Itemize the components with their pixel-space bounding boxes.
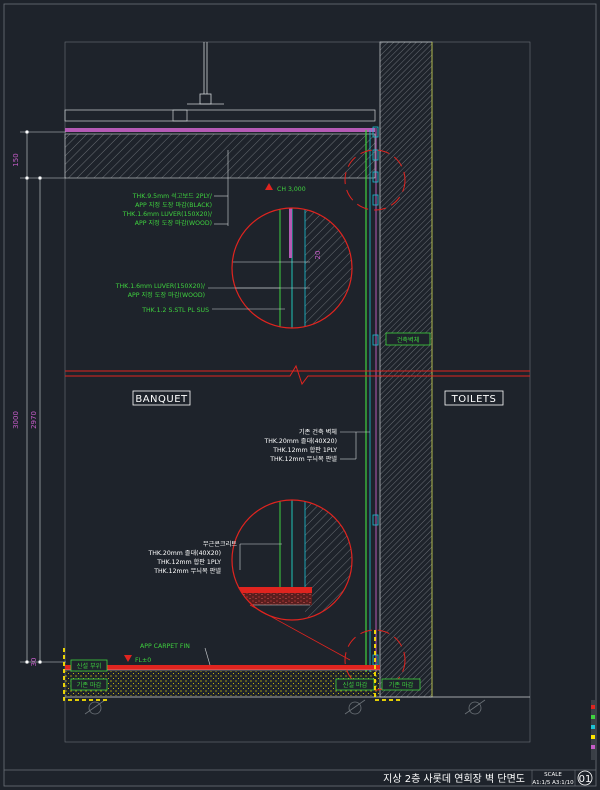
- detail2-callout-line-2: THK.20mm 졸대(40X20): [147, 549, 221, 557]
- finish-tag-existing-left: 기존 마감: [70, 678, 108, 691]
- floor-assembly: [65, 665, 530, 715]
- drawing-frame: [64, 41, 531, 743]
- sheet-title: 지상 2층 사롯데 연회장 벽 단면도: [383, 773, 525, 785]
- room-label-toilets: TOILETS: [444, 390, 504, 406]
- carpet-label: APP CARPET FIN: [140, 643, 190, 650]
- dim-overall: 3000: [12, 411, 20, 429]
- upper-callout-line-4: APP 지정 도장 마감(WOOD): [135, 219, 212, 227]
- concrete-wall: [365, 41, 433, 698]
- scale-label: SCALE: [544, 772, 562, 778]
- finish-tag-existing-left-text: 기존 마감: [77, 681, 102, 689]
- callout-circle-upper: [344, 149, 406, 211]
- finish-tag-new-left: 신설 부위: [70, 659, 108, 672]
- dim-detail-small: 20: [314, 251, 322, 260]
- break-line: [65, 364, 530, 386]
- room-label-banquet: BANQUET: [132, 390, 191, 406]
- sheet-number: 01: [579, 774, 592, 785]
- detail-leader-line: [249, 604, 351, 661]
- finish-tag-new-right-text: 신설 마감: [343, 681, 368, 689]
- floor-level-marker: FL±0: [124, 655, 151, 664]
- ceiling-height-text: CH 3,000: [277, 186, 306, 193]
- dim-top-segment: 150: [12, 153, 20, 166]
- ceiling-height-marker: CH 3,000: [265, 183, 306, 193]
- finish-tag-new-right: 신설 마감: [335, 678, 375, 691]
- finish-tag-new-left-text: 신설 부위: [77, 662, 102, 670]
- existing-wall-tag: 건축벽체: [385, 332, 431, 346]
- room-banquet-text: BANQUET: [135, 394, 188, 405]
- wall-callout-line-4: THK.12mm 무늬목 판넬: [269, 455, 337, 463]
- new-finish-markers: [63, 630, 400, 701]
- detail1-callout-line-2: APP 지정 도장 마감(WOOD): [128, 291, 205, 299]
- finish-tag-existing-right: 기존 마감: [381, 678, 421, 691]
- detail2-callout-line-4: THK.12mm 무늬목 판넬: [153, 567, 221, 575]
- upper-callout-line-1: THK.9.5mm 석고보드 2PLY/: [132, 192, 213, 200]
- floor-level-text: FL±0: [135, 657, 151, 664]
- title-block: 지상 2층 사롯데 연회장 벽 단면도 SCALE A1:1/5 A3:1/10…: [4, 769, 596, 786]
- wall-callout-line-3: THK.12mm 합판 1PLY: [272, 446, 337, 454]
- upper-callout: THK.9.5mm 석고보드 2PLY/ APP 지정 도장 마감(BLACK)…: [122, 192, 213, 227]
- detail-bubble-1: [231, 207, 353, 329]
- detail2-callout-line-3: THK.12mm 합판 1PLY: [156, 558, 221, 566]
- wall-callout-line-2: THK.20mm 졸대(40X20): [263, 437, 337, 445]
- scale-value: A1:1/5 A3:1/10: [532, 780, 574, 786]
- detail1-plate-label: THK.1.2 S.STL PL SUS: [141, 307, 209, 314]
- room-toilets-text: TOILETS: [451, 394, 497, 405]
- dim-inner: 2970: [30, 411, 38, 429]
- wall-callout: 기존 건축 벽체 THK.20mm 졸대(40X20) THK.12mm 합판 …: [263, 428, 337, 463]
- existing-wall-tag-text: 건축벽체: [397, 336, 420, 344]
- dim-bottom: 30: [30, 658, 38, 667]
- detail2-callout: 무근콘크리트 THK.20mm 졸대(40X20) THK.12mm 합판 1P…: [147, 540, 237, 575]
- sheet-border: [3, 3, 597, 787]
- dimension-lines: [20, 130, 66, 664]
- upper-callout-line-2: APP 지정 도장 마감(BLACK): [135, 201, 212, 209]
- leader-lines: [204, 150, 370, 666]
- edge-marker-strip: [591, 700, 595, 760]
- wall-callout-line-1: 기존 건축 벽체: [299, 428, 337, 436]
- finish-tag-existing-right-text: 기존 마감: [389, 681, 414, 689]
- upper-callout-line-3: THK.1.6mm LUVER(150X20)/: [122, 211, 213, 218]
- ceiling-hanger: [187, 42, 224, 105]
- ceiling-assembly: [64, 109, 376, 179]
- detail2-callout-line-1: 무근콘크리트: [203, 540, 237, 548]
- detail-bubble-2: [231, 499, 353, 621]
- detail1-callout-line-1: THK.1.6mm LUVER(150X20)/: [115, 283, 206, 290]
